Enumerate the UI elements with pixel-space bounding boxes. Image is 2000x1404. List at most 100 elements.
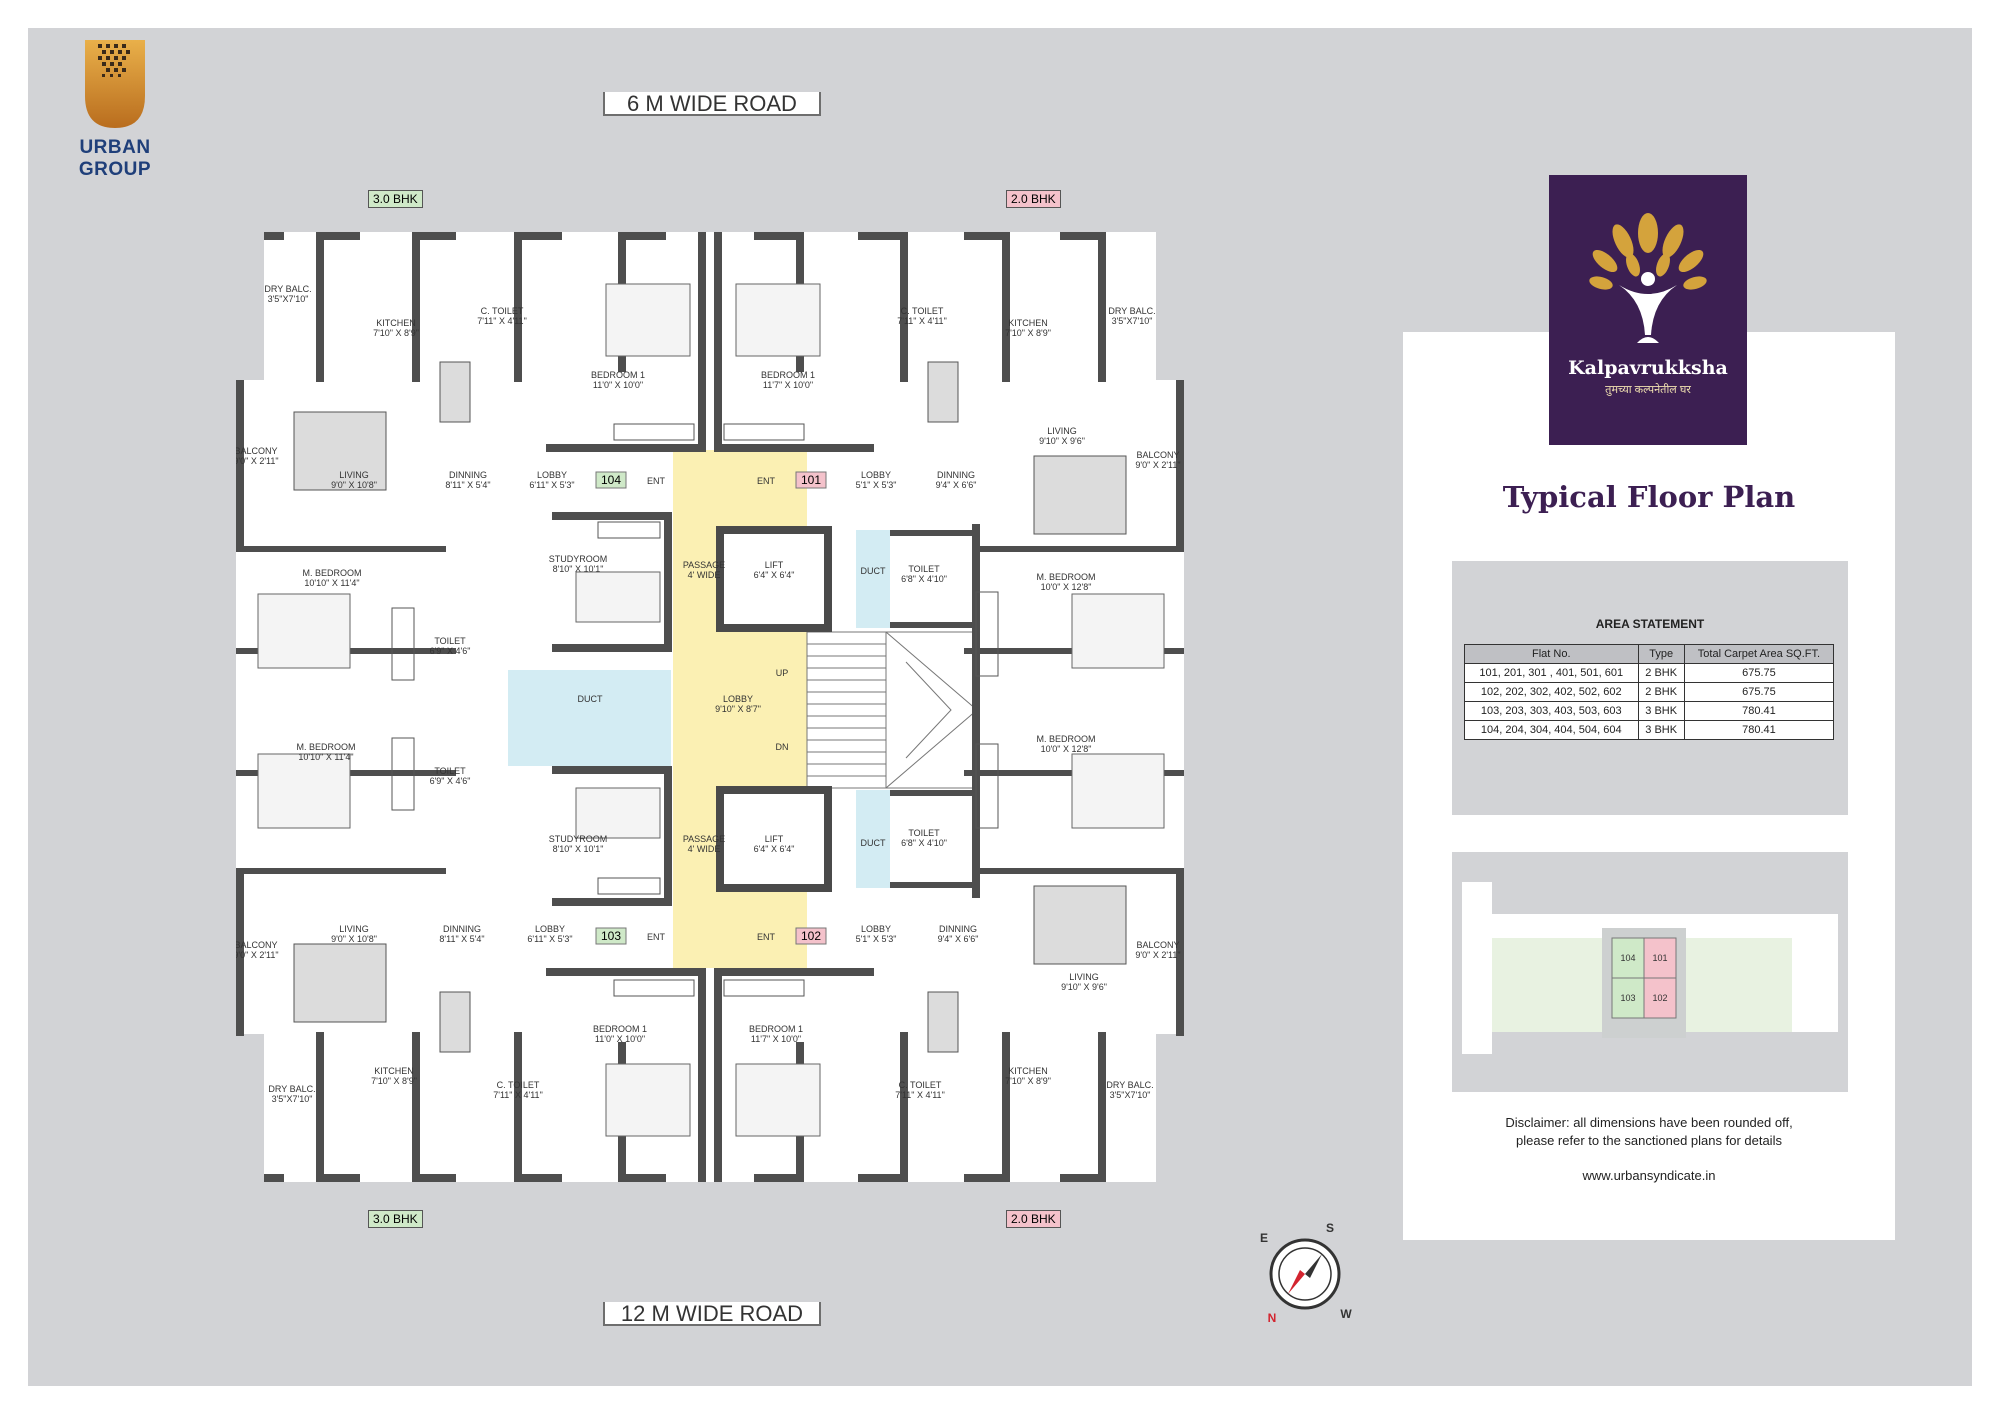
page-title: Typical Floor Plan [1502, 480, 1796, 514]
table-row: 101, 201, 301 , 401, 501, 601 2 BHK 675.… [1464, 663, 1835, 683]
key-unit-103: 103 [1620, 993, 1635, 1003]
unit-tag-104: 104 [601, 473, 621, 487]
svg-text:9'10" X 9'6": 9'10" X 9'6" [1039, 436, 1085, 446]
svg-text:6'11" X 5'3": 6'11" X 5'3" [529, 480, 574, 490]
urban-group-logo: URBAN GROUP [45, 38, 185, 181]
label-living-tl: LIVING [339, 470, 369, 480]
label-mbed-r2: M. BEDROOM [1036, 734, 1095, 744]
label-central-lobby: LOBBY [723, 694, 753, 704]
kalpavrukksha-logo: Kalpavrukksha तुमच्या कल्पनेतील घर [1549, 175, 1747, 445]
staircase [806, 631, 978, 789]
svg-text:5'1" X 5'3": 5'1" X 5'3" [856, 480, 897, 490]
label-study-2: STUDYROOM [549, 834, 608, 844]
floor-plan: DRY BALC. 3'5"X7'10" KITCHEN 7'10" X 8'9… [236, 232, 1184, 1182]
svg-text:7'10" X 8'9": 7'10" X 8'9" [1005, 328, 1051, 338]
svg-text:3'5"X7'10": 3'5"X7'10" [1112, 316, 1153, 326]
key-plan: 104 101 103 102 [1452, 852, 1848, 1092]
svg-text:9'10" X 8'7": 9'10" X 8'7" [715, 704, 761, 714]
label-lobby-bl: LOBBY [535, 924, 565, 934]
label-study-1: STUDYROOM [549, 554, 608, 564]
key-unit-104: 104 [1620, 953, 1635, 963]
svg-text:9'0" X 2'11": 9'0" X 2'11" [1135, 950, 1180, 960]
svg-text:6'4" X 6'4": 6'4" X 6'4" [754, 844, 795, 854]
label-lift-1: LIFT [765, 560, 784, 570]
label-lobby-br: LOBBY [861, 924, 891, 934]
label-bed1-tr: BEDROOM 1 [761, 370, 815, 380]
label-bed1-bl: BEDROOM 1 [593, 1024, 647, 1034]
label-ctoilet-br: C. TOILET [899, 1080, 942, 1090]
lift-bottom [716, 786, 832, 892]
svg-text:10'0" X 12'8": 10'0" X 12'8" [1041, 744, 1092, 754]
svg-text:6'9" X 4'6": 6'9" X 4'6" [430, 776, 471, 786]
table-row: 104, 204, 304, 404, 504, 604 3 BHK 780.4… [1464, 720, 1835, 740]
svg-text:8'10" X 10'1": 8'10" X 10'1" [553, 844, 604, 854]
label-duct-2: DUCT [861, 838, 886, 848]
duct-right-bottom [856, 790, 890, 888]
svg-text:11'7" X 10'0": 11'7" X 10'0" [751, 1034, 801, 1044]
col-flat-no: Flat No. [1464, 644, 1639, 664]
label-ctoilet-tl: C. TOILET [481, 306, 524, 316]
label-duct-left: DUCT [578, 694, 603, 704]
label-dry-balc-tr: DRY BALC. [1108, 306, 1155, 316]
svg-text:6'11" X 5'3": 6'11" X 5'3" [527, 934, 572, 944]
bhk-tag-bottom-right: 2.0 BHK [1006, 1210, 1061, 1228]
svg-text:5'1" X 5'3": 5'1" X 5'3" [856, 934, 897, 944]
key-unit-102: 102 [1652, 993, 1667, 1003]
svg-text:4' WIDE: 4' WIDE [688, 570, 721, 580]
col-area: Total Carpet Area SQ.FT. [1683, 644, 1835, 664]
compass-s: S [1326, 1221, 1334, 1235]
compass-n: N [1268, 1311, 1277, 1325]
compass-w: W [1340, 1307, 1352, 1321]
table-row: 102, 202, 302, 402, 502, 602 2 BHK 675.7… [1464, 682, 1835, 702]
svg-text:8'10" X 10'1": 8'10" X 10'1" [553, 564, 604, 574]
label-ctoilet-bl: C. TOILET [497, 1080, 540, 1090]
label-dinning-bl: DINNING [443, 924, 481, 934]
svg-text:6'8" X 4'10": 6'8" X 4'10" [901, 838, 947, 848]
bhk-tag-top-right: 2.0 BHK [1006, 190, 1061, 208]
svg-text:7'10" X 8'9": 7'10" X 8'9" [373, 328, 419, 338]
svg-text:9'0" X 10'8": 9'0" X 10'8" [331, 934, 377, 944]
bhk-tag-bottom-left: 3.0 BHK [368, 1210, 423, 1228]
label-balcony-tr: BALCONY [1136, 450, 1179, 460]
label-kitchen-bl: KITCHEN [374, 1066, 414, 1076]
label-duct-1: DUCT [861, 566, 886, 576]
disclaimer-line-1: Disclaimer: all dimensions have been rou… [1505, 1115, 1793, 1130]
unit-tag-101: 101 [801, 473, 821, 487]
project-name: Kalpavrukksha [1568, 357, 1728, 379]
svg-text:11'0" X 10'0": 11'0" X 10'0" [593, 380, 643, 390]
svg-text:9'0" X 2'11": 9'0" X 2'11" [236, 950, 279, 960]
label-living-tr: LIVING [1047, 426, 1077, 436]
svg-text:7'10" X 8'9": 7'10" X 8'9" [1005, 1076, 1051, 1086]
label-balcony-tl: BALCONY [236, 446, 278, 456]
website-link[interactable]: www.urbansyndicate.in [1582, 1168, 1716, 1183]
svg-text:3'5"X7'10": 3'5"X7'10" [268, 294, 309, 304]
project-tagline: तुमच्या कल्पनेतील घर [1605, 384, 1691, 396]
label-dry-balc-tl: DRY BALC. [264, 284, 311, 294]
lift-top [716, 526, 832, 632]
label-lobby-tl: LOBBY [537, 470, 567, 480]
area-statement-box: AREA STATEMENT Flat No. Type Total Carpe… [1452, 561, 1848, 815]
col-type: Type [1637, 644, 1685, 664]
bhk-tag-top-left: 3.0 BHK [368, 190, 423, 208]
svg-text:7'11" X 4'11": 7'11" X 4'11" [477, 316, 527, 326]
svg-text:6'9" X 4'6": 6'9" X 4'6" [430, 646, 471, 656]
label-dinning-tr: DINNING [937, 470, 975, 480]
svg-text:6'8" X 4'10": 6'8" X 4'10" [901, 574, 947, 584]
top-road-label: 6 M WIDE ROAD [603, 92, 821, 116]
svg-text:8'11" X 5'4": 8'11" X 5'4" [439, 934, 484, 944]
svg-text:10'0" X 12'8": 10'0" X 12'8" [1041, 582, 1092, 592]
duct-right-top [856, 530, 890, 628]
label-kitchen-tr: KITCHEN [1008, 318, 1048, 328]
duct-left [508, 670, 671, 766]
label-up: UP [776, 668, 789, 678]
label-living-br: LIVING [1069, 972, 1099, 982]
urban-group-emblem-icon [85, 40, 145, 128]
svg-text:7'11" X 4'11": 7'11" X 4'11" [897, 316, 947, 326]
entrance-label-102: ENT [757, 932, 776, 942]
label-mbed-r1: M. BEDROOM [1036, 572, 1095, 582]
svg-text:11'0" X 10'0": 11'0" X 10'0" [595, 1034, 645, 1044]
bottom-road-label: 12 M WIDE ROAD [603, 1302, 821, 1326]
svg-text:9'0" X 10'8": 9'0" X 10'8" [331, 480, 377, 490]
svg-text:4' WIDE: 4' WIDE [688, 844, 721, 854]
disclaimer: Disclaimer: all dimensions have been rou… [1403, 1114, 1895, 1150]
